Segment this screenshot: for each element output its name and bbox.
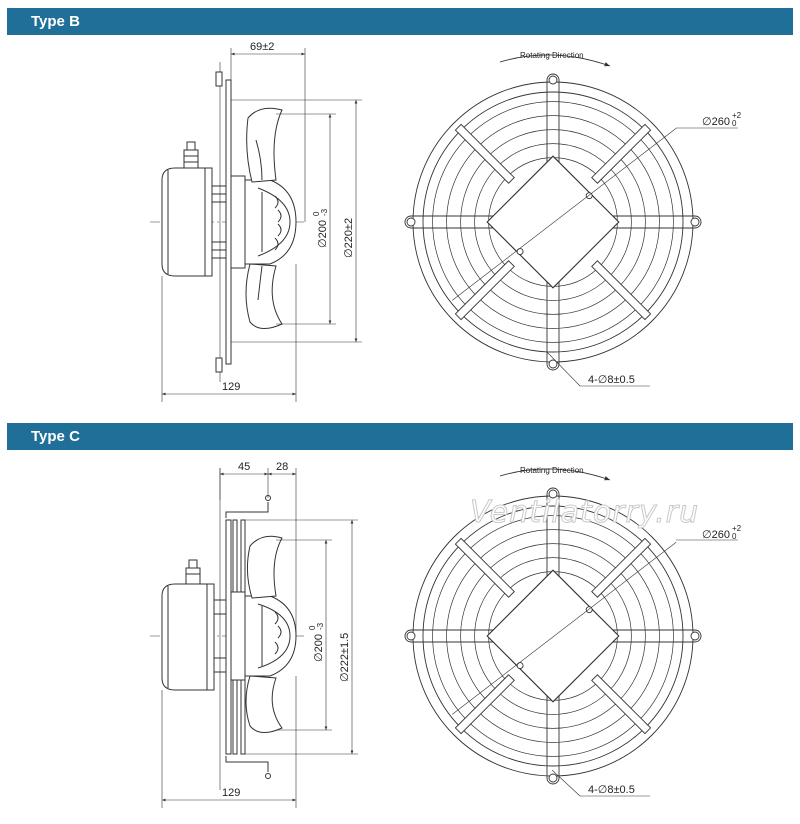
depth-label-b: 28: [276, 461, 288, 473]
mount-hole: [690, 631, 700, 641]
watermark-text: Ventilatorry.ru: [470, 495, 699, 530]
motor-body: [161, 559, 215, 691]
motor-body: [161, 141, 213, 277]
section-header-type-b: Type B: [7, 8, 793, 35]
section-title: Type B: [31, 13, 80, 30]
dim-length: [161, 676, 297, 808]
guard-dia-tol-bottom: 0: [732, 532, 737, 541]
diameter-leader: [452, 127, 677, 301]
mount-hole: [548, 359, 558, 369]
mount-hole: [548, 75, 558, 85]
dim-hub-diameter: [276, 113, 336, 325]
dim-outer-diameter: [231, 99, 362, 343]
hub-dia-text: ∅200 0 -3: [312, 208, 329, 248]
holes-callout: 4-∅8±0.5: [546, 351, 650, 387]
guard-strut: [454, 260, 515, 321]
outer-dia-text: ∅220±2: [343, 218, 355, 258]
dim-outer-diameter: [245, 519, 358, 755]
mount-hole: [548, 773, 558, 783]
guard-strut: [591, 260, 652, 321]
dim-depth: [230, 48, 306, 222]
front-view: [404, 54, 702, 371]
front-view: [404, 468, 702, 785]
hub-dia-label: ∅200: [317, 220, 329, 248]
rotor-hub: [230, 591, 297, 681]
rotation-label: Rotating Direction: [520, 51, 584, 60]
guard-strut: [454, 537, 515, 598]
side-view: [150, 48, 362, 402]
fan-blades: [245, 535, 283, 733]
section-header-type-c: Type C: [7, 423, 793, 450]
diameter-leader: [452, 541, 677, 715]
hub-dia-tol-bottom: -3: [320, 208, 329, 216]
type-b-drawing: 69±2 129 ∅200 0 -3 ∅220±2 Rotating Direc…: [150, 41, 742, 402]
guard-ring: [432, 515, 674, 757]
length-label: 129: [222, 381, 240, 393]
guard-dia-tol-top: +2: [732, 111, 742, 120]
guard-dia-tol-top: +2: [732, 524, 742, 533]
guard-ring: [422, 91, 684, 353]
holes-label: 4-∅8±0.5: [588, 374, 635, 386]
guard-ring: [446, 529, 660, 743]
side-view: [150, 468, 358, 808]
mount-hole: [406, 631, 416, 641]
guard-ring: [460, 543, 646, 729]
depth-label-a: 45: [238, 461, 250, 473]
hub-dia-tol-top: 0: [312, 211, 321, 216]
guard-ring: [474, 143, 632, 301]
rotation-arrow: [499, 54, 611, 67]
outer-dia-label: ∅220±2: [343, 218, 355, 258]
section-title: Type C: [31, 428, 80, 445]
guard-ring: [422, 505, 684, 767]
guard-dia-tol-bottom: 0: [732, 119, 737, 128]
guard-dia-text: ∅260 +2 0: [676, 524, 742, 541]
hub-dia-text: ∅200 0 -3: [308, 622, 325, 662]
dim-depth: [219, 468, 297, 636]
length-label: 129: [222, 787, 240, 799]
outer-dia-text: ∅222±1.5: [339, 633, 351, 682]
guard-strut: [591, 674, 652, 735]
depth-label: 69±2: [250, 41, 274, 53]
plate-screw: [516, 248, 524, 256]
hub-dia-tol-bottom: -3: [316, 622, 325, 630]
guard-dia-label: ∅260: [702, 529, 730, 541]
dim-hub-diameter: [276, 539, 332, 731]
hub-dia-tol-top: 0: [308, 625, 317, 630]
outer-dia-label: ∅222±1.5: [339, 633, 351, 682]
guard-strut: [591, 123, 652, 184]
guard-ring: [460, 129, 646, 315]
guard-ring: [432, 101, 674, 343]
holes-label: 4-∅8±0.5: [588, 784, 635, 796]
guard-strut: [591, 537, 652, 598]
fan-blades: [245, 107, 283, 329]
guard-dia-text: ∅260 +2 0: [676, 111, 742, 129]
guard-strut: [454, 123, 515, 184]
plate-screw: [516, 662, 524, 670]
hub-dia-label: ∅200: [313, 634, 325, 662]
rotation-label: Rotating Direction: [520, 466, 584, 475]
guard-dia-label: ∅260: [702, 116, 730, 128]
mount-hole: [406, 217, 416, 227]
guard-strut: [454, 674, 515, 735]
guard-ring: [474, 557, 632, 715]
mount-hole: [548, 489, 558, 499]
mount-hole: [690, 217, 700, 227]
holes-callout: 4-∅8±0.5: [551, 769, 650, 797]
rotor-hub: [230, 175, 297, 269]
guard-ring: [446, 115, 660, 329]
rotation-arrow: [499, 468, 611, 481]
dim-length: [161, 264, 297, 402]
type-c-drawing: 45 28 129 ∅200 0 -3 ∅222±1.5 Rotating Di…: [150, 461, 742, 808]
